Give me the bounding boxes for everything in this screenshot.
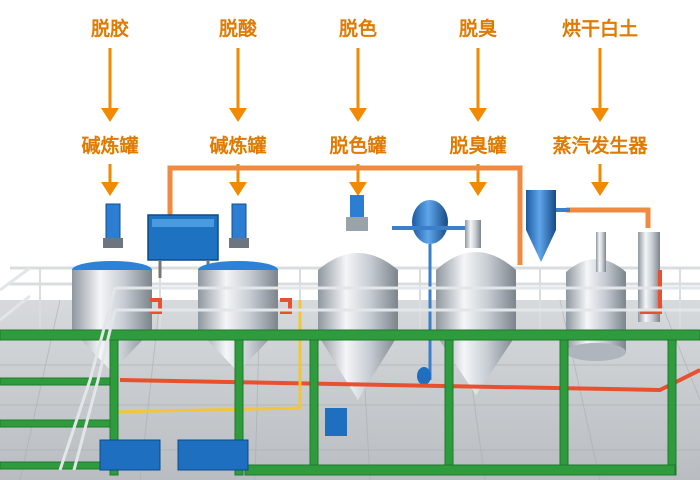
step-arrow-1-head [229, 108, 247, 122]
step-label-4: 烘干白土 [562, 17, 638, 40]
equipment-label-1: 碱炼罐 [209, 134, 266, 157]
overhead-orange-pipe [167, 165, 651, 265]
equipment-labels: 碱炼罐 碱炼罐 脱色罐 脱臭罐 蒸汽发生器 [81, 134, 648, 157]
green-platform [0, 329, 700, 476]
equipment-arrow-0-head [101, 182, 119, 196]
step-label-0: 脱胶 [91, 17, 129, 40]
equipment-arrow-1-head [229, 182, 247, 196]
deodorizing-tank [392, 200, 516, 395]
equipment-label-0: 碱炼罐 [81, 134, 138, 157]
equipment-arrow-3-head [469, 182, 487, 196]
step-label-2: 脱色 [339, 17, 377, 40]
process-step-labels: 脱胶 脱酸 脱色 脱臭 烘干白土 [91, 17, 638, 40]
step-arrow-4-head [591, 108, 609, 122]
equipment-label-4: 蒸汽发生器 [552, 134, 648, 157]
front-railing [0, 266, 700, 471]
step-arrow-3-head [469, 108, 487, 122]
equipment-arrow-2-head [349, 182, 367, 196]
step-label-1: 脱酸 [219, 17, 258, 40]
step-arrow-2-head [349, 108, 367, 122]
process-step-arrows [101, 48, 609, 122]
step-label-3: 脱臭 [459, 17, 497, 40]
equipment-arrow-4-head [591, 182, 609, 196]
collection-trays [99, 439, 249, 471]
step-arrow-0-head [101, 108, 119, 122]
equipment-label-3: 脱臭罐 [449, 134, 506, 157]
equipment-label-2: 脱色罐 [329, 134, 386, 157]
decolorizing-tank [318, 195, 398, 436]
